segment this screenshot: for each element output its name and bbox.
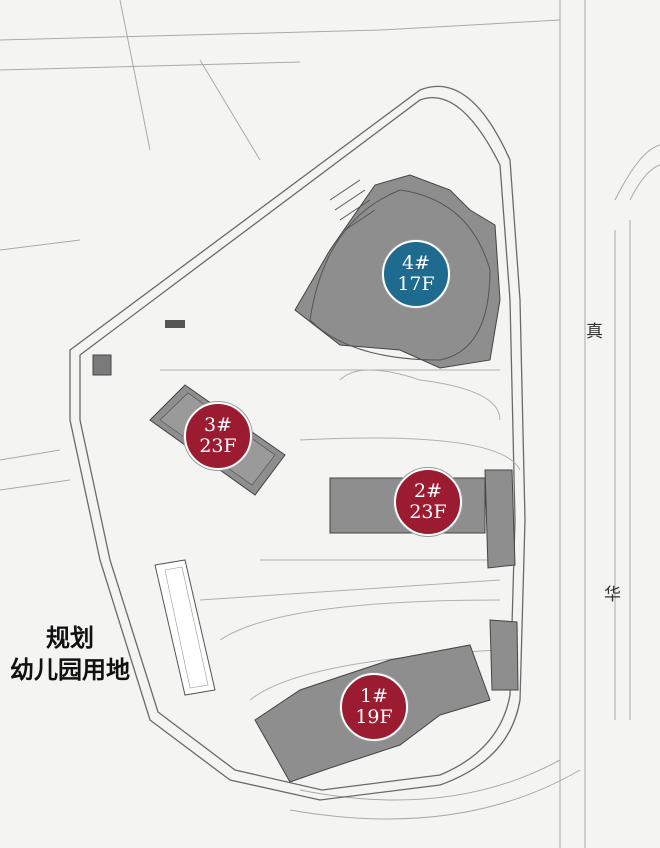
road-label-1: 真: [586, 322, 603, 342]
building-2-badge: 2# 23F: [394, 468, 462, 536]
building-1-floors: 19F: [355, 706, 393, 728]
building-4-badge: 4# 17F: [382, 240, 450, 308]
site-marker: [92, 354, 112, 376]
site-boundary: [69, 85, 526, 801]
building-3-id: 3#: [203, 414, 232, 436]
building-1-badge: 1# 19F: [340, 673, 408, 741]
building-4-floors: 17F: [397, 273, 435, 295]
building-4-id: 4#: [401, 252, 430, 274]
zone-label-line2: 幼儿园用地: [10, 656, 130, 684]
building-1-id: 1#: [359, 685, 388, 707]
zone-label-line1: 规划: [46, 624, 94, 652]
gate-marker: [165, 320, 185, 328]
building-3-floors: 23F: [199, 435, 237, 457]
building-2-id: 2#: [413, 480, 442, 502]
road-label-2: 华: [604, 585, 621, 605]
building-3-badge: 3# 23F: [184, 402, 252, 470]
kindergarten-zone-label: 规划 幼儿园用地: [0, 622, 140, 686]
parking-ramp: [329, 179, 376, 231]
building-2-floors: 23F: [409, 501, 447, 523]
kindergarten-building: [154, 559, 216, 696]
